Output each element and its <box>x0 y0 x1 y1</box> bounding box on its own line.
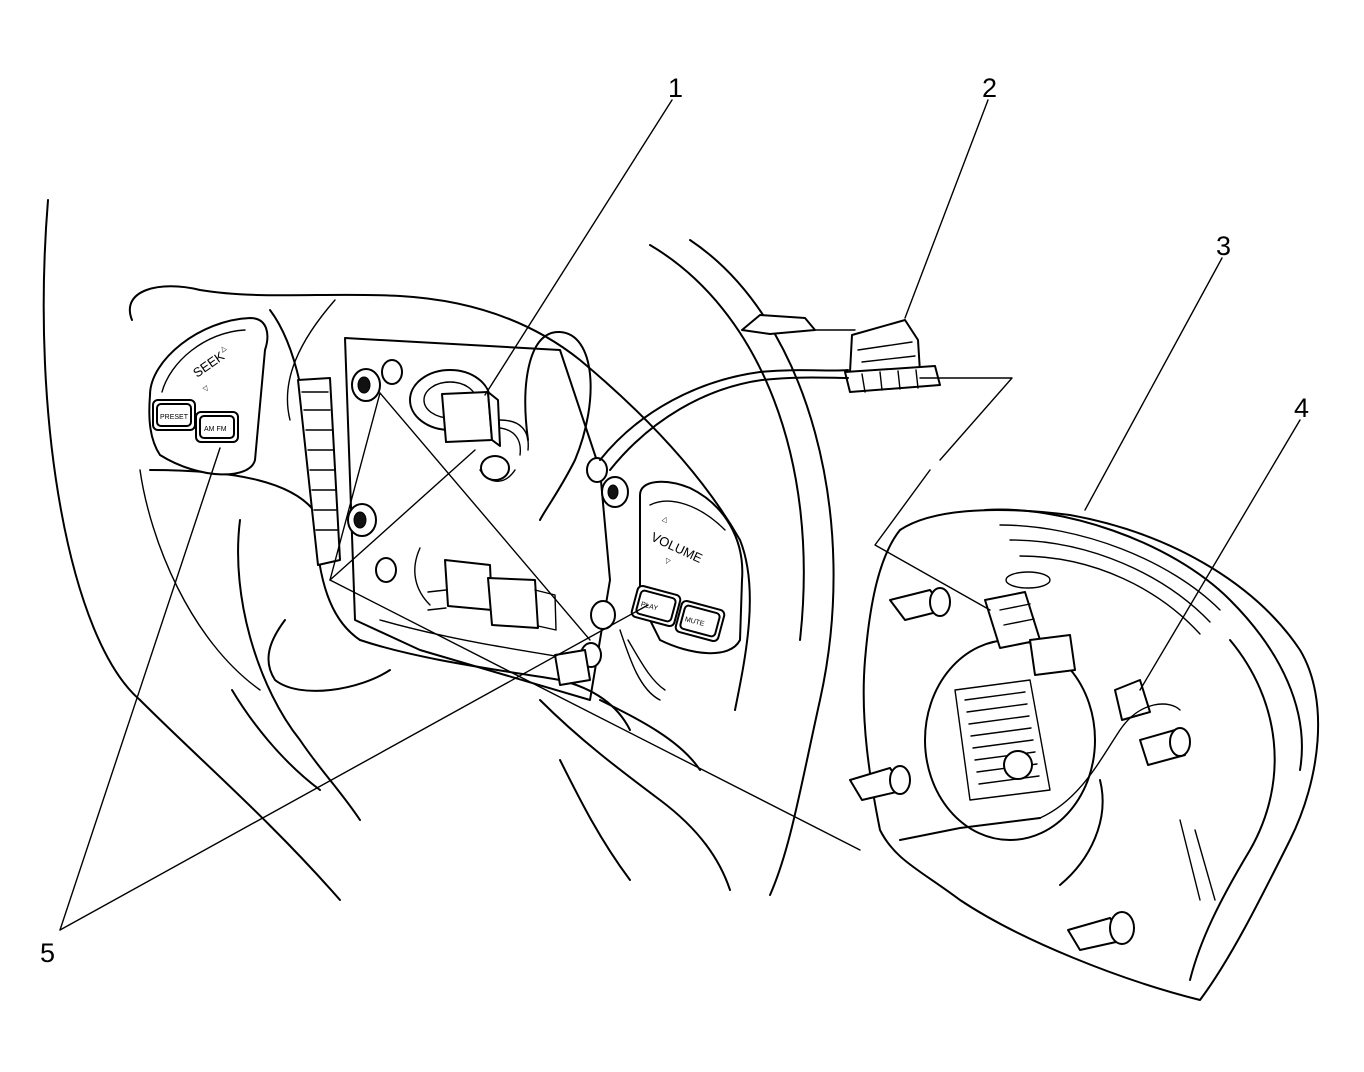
steering-wheel-hub <box>128 285 751 891</box>
play-button-label: PLAY <box>640 601 659 612</box>
callout-leaders <box>59 99 1301 931</box>
mute-button-label: MUTE <box>684 616 705 628</box>
preset-button-label: PRESET <box>160 414 189 421</box>
left-switch-pad: △ SEEK ▽ PRESET AM FM <box>148 317 269 476</box>
airbag-connector <box>599 314 941 471</box>
right-switch-pad: △ VOLUME ▽ PLAY MUTE <box>630 480 744 655</box>
callout-4: 4 <box>1294 393 1309 423</box>
hub-components <box>297 330 666 701</box>
callout-3: 3 <box>1216 231 1231 261</box>
am-fm-button-label: AM FM <box>204 426 227 433</box>
callout-1: 1 <box>668 73 683 103</box>
seek-down-arrow: ▽ <box>202 384 211 393</box>
airbag-module <box>849 508 1320 1001</box>
callout-2: 2 <box>982 73 997 103</box>
alignment-lines <box>329 377 1013 851</box>
seek-up-arrow: △ <box>219 344 228 353</box>
callout-labels: 1 2 3 4 5 <box>40 73 1309 968</box>
volume-up-arrow: △ <box>661 515 669 524</box>
volume-down-arrow: ▽ <box>663 557 671 566</box>
callout-5: 5 <box>40 938 55 968</box>
